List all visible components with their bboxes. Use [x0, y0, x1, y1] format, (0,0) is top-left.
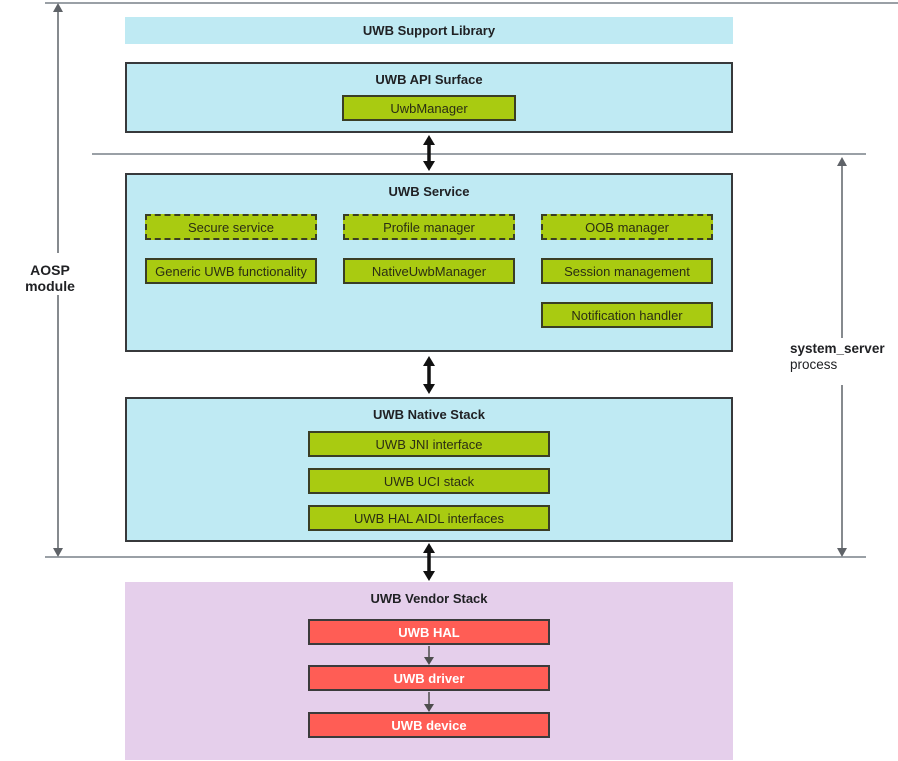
- uwb-vendor-stack-box: UWB Vendor Stack UWB HAL UWB driver UWB …: [125, 582, 733, 760]
- module-secure-service: Secure service: [145, 214, 317, 240]
- uwb-native-stack-box: UWB Native Stack UWB JNI interface UWB U…: [125, 397, 733, 542]
- uwb-support-library-title: UWB Support Library: [362, 23, 496, 38]
- uwb-support-library-bar: UWB Support Library: [125, 17, 733, 44]
- system-server-span-arrow: [837, 157, 847, 557]
- uwb-native-stack-title: UWB Native Stack: [373, 407, 485, 422]
- module-uwbmanager: UwbManager: [342, 95, 516, 121]
- system-server-process-label: system_server process: [790, 341, 890, 373]
- uwb-vendor-stack-title: UWB Vendor Stack: [370, 591, 488, 606]
- module-uwb-hal-aidl-interfaces: UWB HAL AIDL interfaces: [308, 505, 550, 531]
- system-server-label-line2: process: [790, 357, 838, 372]
- module-uwb-jni-interface: UWB JNI interface: [308, 431, 550, 457]
- uwb-service-title: UWB Service: [388, 184, 470, 199]
- double-arrow-api-service: [423, 135, 435, 171]
- separator-line-bottom: [45, 556, 866, 558]
- module-session-management: Session management: [541, 258, 713, 284]
- module-uwb-driver: UWB driver: [308, 665, 550, 691]
- module-uwb-hal: UWB HAL: [308, 619, 550, 645]
- uwb-api-surface-box: UWB API Surface UwbManager: [125, 62, 733, 133]
- module-notification-handler: Notification handler: [541, 302, 713, 328]
- module-uwb-device: UWB device: [308, 712, 550, 738]
- double-arrow-service-native: [423, 356, 435, 394]
- module-uwb-uci-stack: UWB UCI stack: [308, 468, 550, 494]
- module-nativeuwbmanager: NativeUwbManager: [343, 258, 515, 284]
- system-server-label-line1: system_server: [790, 341, 885, 356]
- uwb-api-surface-title: UWB API Surface: [375, 72, 483, 87]
- uwb-service-box: UWB Service Secure service Profile manag…: [125, 173, 733, 352]
- module-generic-uwb-functionality: Generic UWB functionality: [145, 258, 317, 284]
- module-profile-manager: Profile manager: [343, 214, 515, 240]
- aosp-module-span-arrow: [53, 3, 63, 557]
- arrow-hal-to-driver: [424, 646, 434, 665]
- aosp-module-label: AOSP module: [4, 262, 96, 294]
- separator-line-top: [45, 2, 898, 4]
- separator-line-middle: [92, 153, 866, 155]
- arrow-driver-to-device: [424, 692, 434, 712]
- double-arrow-native-vendor: [423, 543, 435, 581]
- module-oob-manager: OOB manager: [541, 214, 713, 240]
